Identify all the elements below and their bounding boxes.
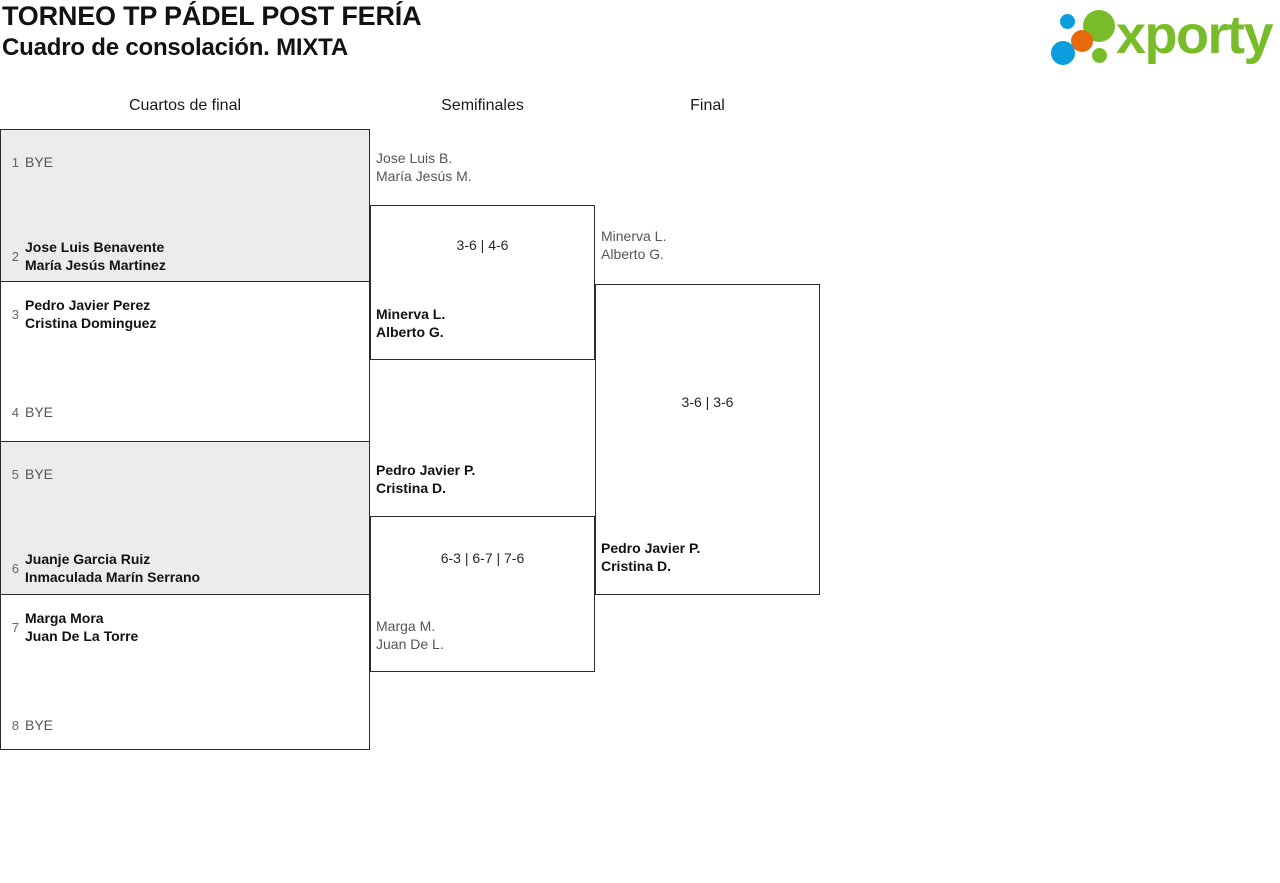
semifinal-2-competitor-top[interactable]: Pedro Javier P. Cristina D. — [376, 462, 476, 496]
bracket-slot-seed-2[interactable]: 2 Jose Luis Benavente María Jesús Martin… — [1, 238, 371, 274]
bracket-match-qf-4[interactable]: 7 Marga Mora Juan De La Torre 8 BYE — [0, 594, 370, 750]
bracket-slot-seed-3[interactable]: 3 Pedro Javier Perez Cristina Dominguez — [1, 296, 371, 332]
round-header-semifinals: Semifinales — [441, 97, 524, 114]
match-score: 3-6 | 4-6 — [456, 237, 509, 253]
round-header-quarterfinals: Cuartos de final — [128, 97, 242, 114]
xporty-logo[interactable]: xporty — [1046, 5, 1274, 68]
semifinal-1-competitor-bottom[interactable]: Minerva L. Alberto G. — [376, 306, 446, 340]
competitor-name: BYE — [25, 717, 54, 733]
seed-number: 4 — [11, 405, 19, 420]
bracket-match-semifinal-2[interactable]: 6-3 | 6-7 | 7-6 — [370, 516, 595, 672]
logo-wordmark: xporty — [1116, 5, 1274, 65]
competitor-name: Jose Luis Benavente María Jesús Martinez — [25, 239, 166, 273]
logo-dot-orange-icon — [1071, 30, 1093, 52]
match-score: 3-6 | 3-6 — [681, 394, 734, 410]
seed-number: 2 — [11, 249, 19, 264]
seed-number: 5 — [11, 467, 19, 482]
page-title: TORNEO TP PÁDEL POST FERÍA Cuadro de con… — [0, 0, 422, 64]
competitor-name: BYE — [25, 466, 54, 482]
bracket-subtitle: Cuadro de consolación. MIXTA — [2, 34, 348, 61]
competitor-name: Marga Mora Juan De La Torre — [25, 610, 139, 644]
bracket-slot-seed-4[interactable]: 4 BYE — [1, 394, 371, 422]
bracket-match-qf-1[interactable]: 1 BYE 2 Jose Luis Benavente María Jesús … — [0, 129, 370, 281]
seed-number: 7 — [11, 620, 19, 635]
bracket-match-semifinal-1[interactable]: 3-6 | 4-6 — [370, 205, 595, 360]
bracket-match-qf-2[interactable]: 3 Pedro Javier Perez Cristina Dominguez … — [0, 281, 370, 441]
logo-dots-icon — [1046, 8, 1124, 66]
competitor-name: BYE — [25, 154, 54, 170]
seed-number: 1 — [11, 155, 19, 170]
match-score: 6-3 | 6-7 | 7-6 — [440, 550, 525, 566]
bracket-match-qf-3[interactable]: 5 BYE 6 Juanje Garcia Ruiz Inmaculada Ma… — [0, 441, 370, 594]
bracket-match-final[interactable]: 3-6 | 3-6 — [595, 284, 820, 595]
bracket-slot-seed-7[interactable]: 7 Marga Mora Juan De La Torre — [1, 609, 371, 645]
logo-dot-blue-large-icon — [1051, 41, 1075, 65]
page-header: TORNEO TP PÁDEL POST FERÍA Cuadro de con… — [0, 0, 1280, 80]
bracket-slot-seed-5[interactable]: 5 BYE — [1, 456, 371, 484]
logo-dot-green-small-icon — [1092, 48, 1107, 63]
bracket-slot-seed-6[interactable]: 6 Juanje Garcia Ruiz Inmaculada Marín Se… — [1, 550, 371, 586]
round-header-final: Final — [690, 97, 725, 114]
seed-number: 3 — [11, 307, 19, 322]
competitor-name: Juanje Garcia Ruiz Inmaculada Marín Serr… — [25, 551, 201, 585]
final-competitor-bottom[interactable]: Pedro Javier P. Cristina D. — [601, 540, 701, 574]
competitor-name: Pedro Javier Perez Cristina Dominguez — [25, 297, 157, 331]
tournament-name: TORNEO TP PÁDEL POST FERÍA — [2, 1, 422, 31]
seed-number: 6 — [11, 561, 19, 576]
logo-dot-blue-small-icon — [1060, 14, 1075, 29]
final-competitor-top[interactable]: Minerva L. Alberto G. — [601, 228, 667, 262]
seed-number: 8 — [11, 718, 19, 733]
semifinal-1-competitor-top[interactable]: Jose Luis B. María Jesús M. — [376, 150, 472, 184]
semifinal-2-competitor-bottom[interactable]: Marga M. Juan De L. — [376, 618, 444, 652]
bracket-slot-seed-8[interactable]: 8 BYE — [1, 707, 371, 735]
competitor-name: BYE — [25, 404, 54, 420]
bracket-slot-seed-1[interactable]: 1 BYE — [1, 144, 371, 172]
